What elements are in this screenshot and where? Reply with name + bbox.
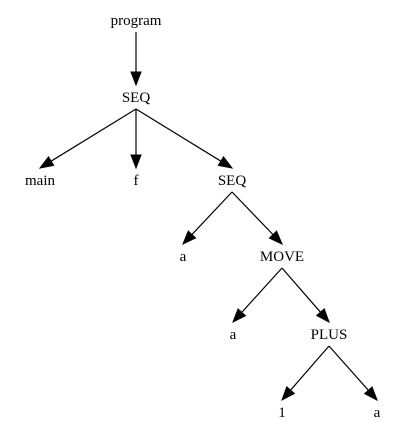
arrowhead-seq2-to-move bbox=[268, 230, 283, 246]
edges-layer bbox=[38, 32, 378, 402]
node-move: MOVE bbox=[260, 249, 304, 265]
edge-seq1-to-main bbox=[50, 108, 137, 162]
node-a-move-child: a bbox=[230, 327, 237, 343]
node-f: f bbox=[134, 173, 139, 189]
node-a-seq-child: a bbox=[180, 249, 187, 265]
edge-seq2-to-a1 bbox=[191, 191, 233, 235]
arrowhead-plus-to-one bbox=[281, 386, 296, 402]
node-seq-root: SEQ bbox=[122, 90, 151, 106]
edge-plus-to-a3 bbox=[328, 345, 369, 391]
node-plus: PLUS bbox=[311, 327, 348, 343]
node-program: program bbox=[111, 13, 162, 29]
edge-seq1-to-seq2 bbox=[135, 108, 222, 162]
arrowhead-seq1-to-main bbox=[38, 156, 55, 169]
node-main: main bbox=[25, 173, 55, 189]
node-one: 1 bbox=[278, 405, 286, 421]
arrowhead-plus-to-a3 bbox=[363, 386, 378, 402]
edge-move-to-plus bbox=[281, 267, 321, 313]
arrowhead-move-to-plus bbox=[315, 308, 330, 324]
arrowhead-seq1-to-seq2 bbox=[217, 156, 234, 169]
arrowhead-move-to-a2 bbox=[232, 308, 247, 324]
arrowhead-seq2-to-a1 bbox=[182, 230, 197, 246]
edge-seq2-to-move bbox=[231, 191, 274, 236]
arrowhead-seq1-to-f bbox=[130, 154, 142, 170]
edge-move-to-a2 bbox=[241, 267, 283, 313]
arrowhead-program-to-seq1 bbox=[130, 71, 142, 87]
nodes-layer: program SEQ main f SEQ a MOVE a PLUS 1 a bbox=[25, 13, 381, 421]
node-a-plus-child: a bbox=[374, 405, 381, 421]
node-seq-inner: SEQ bbox=[218, 173, 247, 189]
edge-plus-to-one bbox=[290, 345, 330, 391]
